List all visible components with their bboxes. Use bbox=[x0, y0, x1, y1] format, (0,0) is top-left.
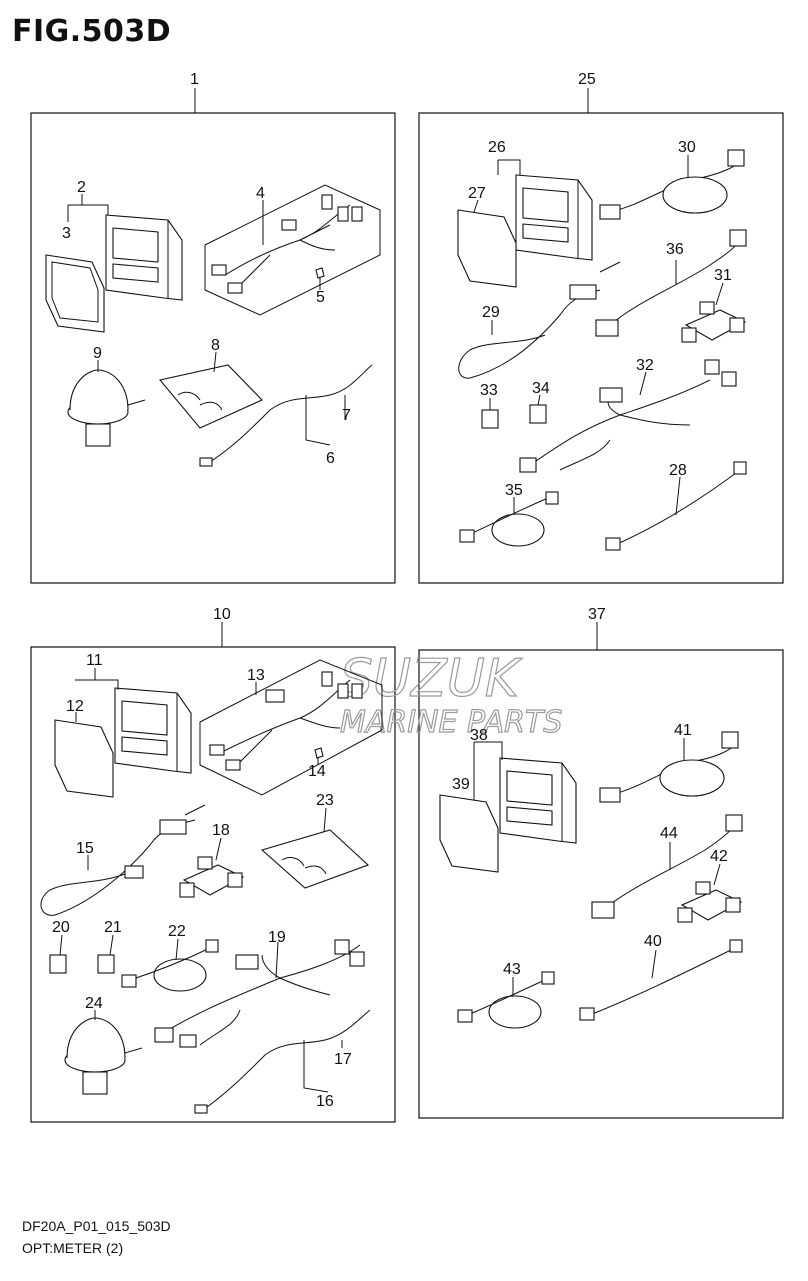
callout-25: 25 bbox=[578, 71, 596, 88]
parts-bag-8 bbox=[158, 364, 263, 429]
callout-40: 40 bbox=[644, 933, 662, 950]
harness-19 bbox=[159, 944, 361, 1046]
callout-5: 5 bbox=[316, 289, 325, 306]
callout-30: 30 bbox=[678, 139, 696, 156]
callout-16: 16 bbox=[316, 1093, 334, 1110]
connector-21 bbox=[97, 954, 115, 974]
watermark-logo: SUZUK bbox=[340, 649, 523, 709]
meter-cover-3 bbox=[45, 254, 105, 333]
harness-box-13 bbox=[199, 659, 383, 796]
callout-11: 11 bbox=[86, 652, 103, 669]
cable-22 bbox=[153, 958, 207, 992]
callout-28: 28 bbox=[669, 462, 687, 479]
callout-20: 20 bbox=[52, 919, 70, 936]
callout-1: 1 bbox=[190, 71, 199, 88]
callout-36: 36 bbox=[666, 241, 684, 258]
callout-39: 39 bbox=[452, 776, 470, 793]
callout-31: 31 bbox=[714, 267, 732, 284]
callout-34: 34 bbox=[532, 380, 550, 397]
callout-32: 32 bbox=[636, 357, 654, 374]
callout-7: 7 bbox=[342, 407, 351, 424]
callout-17: 17 bbox=[334, 1051, 352, 1068]
multi-function-meter-38 bbox=[499, 757, 577, 844]
callout-37: 37 bbox=[588, 606, 606, 623]
callout-21: 21 bbox=[104, 919, 122, 936]
callout-18: 18 bbox=[212, 822, 230, 839]
callout-9: 9 bbox=[93, 345, 102, 362]
harness-32 bbox=[529, 379, 711, 471]
callout-29: 29 bbox=[482, 304, 500, 321]
kit-box-37 bbox=[418, 649, 784, 1119]
callout-19: 19 bbox=[268, 929, 286, 946]
callout-26: 26 bbox=[488, 139, 506, 156]
harness-box-4 bbox=[204, 184, 381, 316]
cable-43 bbox=[488, 995, 542, 1029]
callout-12: 12 bbox=[66, 698, 84, 715]
callout-41: 41 bbox=[674, 722, 692, 739]
callout-33: 33 bbox=[480, 382, 498, 399]
callout-8: 8 bbox=[211, 337, 220, 354]
callout-43: 43 bbox=[503, 961, 521, 978]
multi-function-meter-26 bbox=[515, 174, 593, 261]
kit-box-25 bbox=[418, 112, 784, 584]
callout-24: 24 bbox=[85, 995, 103, 1012]
t-connector-42 bbox=[677, 881, 743, 923]
cable-40 bbox=[589, 947, 736, 1016]
callout-42: 42 bbox=[710, 848, 728, 865]
figure-title: FIG.503D bbox=[12, 14, 172, 49]
callout-14: 14 bbox=[308, 763, 326, 780]
meter-cover-39 bbox=[439, 794, 499, 873]
cable-36 bbox=[609, 239, 741, 326]
callout-38: 38 bbox=[470, 727, 488, 744]
cable-16 bbox=[199, 1009, 371, 1113]
cable-28 bbox=[614, 469, 741, 546]
cable-6 bbox=[204, 364, 373, 466]
connector-20 bbox=[49, 954, 67, 974]
multi-function-meter-2 bbox=[105, 214, 183, 301]
sensor-9 bbox=[67, 369, 146, 447]
multi-function-meter-11 bbox=[114, 687, 192, 774]
t-connector-18 bbox=[179, 856, 245, 898]
callout-35: 35 bbox=[505, 482, 523, 499]
callout-10: 10 bbox=[213, 606, 231, 623]
meter-cover-27 bbox=[457, 209, 517, 288]
callout-22: 22 bbox=[168, 923, 186, 940]
kit-box-10 bbox=[30, 646, 396, 1123]
callout-27: 27 bbox=[468, 185, 486, 202]
figure-caption: OPT:METER (2) bbox=[22, 1240, 124, 1256]
callout-44: 44 bbox=[660, 825, 678, 842]
callout-6: 6 bbox=[326, 450, 335, 467]
connector-33 bbox=[481, 409, 499, 429]
cable-29 bbox=[458, 289, 601, 379]
cable-44 bbox=[604, 824, 736, 909]
t-connector-31 bbox=[681, 301, 747, 343]
meter-cover-12 bbox=[54, 719, 114, 798]
watermark-text: MARINE PARTS bbox=[340, 705, 562, 740]
callout-3: 3 bbox=[62, 225, 71, 242]
callout-13: 13 bbox=[247, 667, 265, 684]
cable-35 bbox=[491, 513, 545, 547]
sensor-24 bbox=[64, 1017, 143, 1095]
callout-4: 4 bbox=[256, 185, 265, 202]
callout-2: 2 bbox=[77, 179, 86, 196]
cable-15 bbox=[40, 819, 196, 916]
parts-bag-23 bbox=[260, 829, 370, 889]
callout-15: 15 bbox=[76, 840, 94, 857]
drawing-code: DF20A_P01_015_503D bbox=[22, 1218, 171, 1234]
connector-34 bbox=[529, 404, 547, 424]
callout-23: 23 bbox=[316, 792, 334, 809]
kit-box-1 bbox=[30, 112, 396, 584]
